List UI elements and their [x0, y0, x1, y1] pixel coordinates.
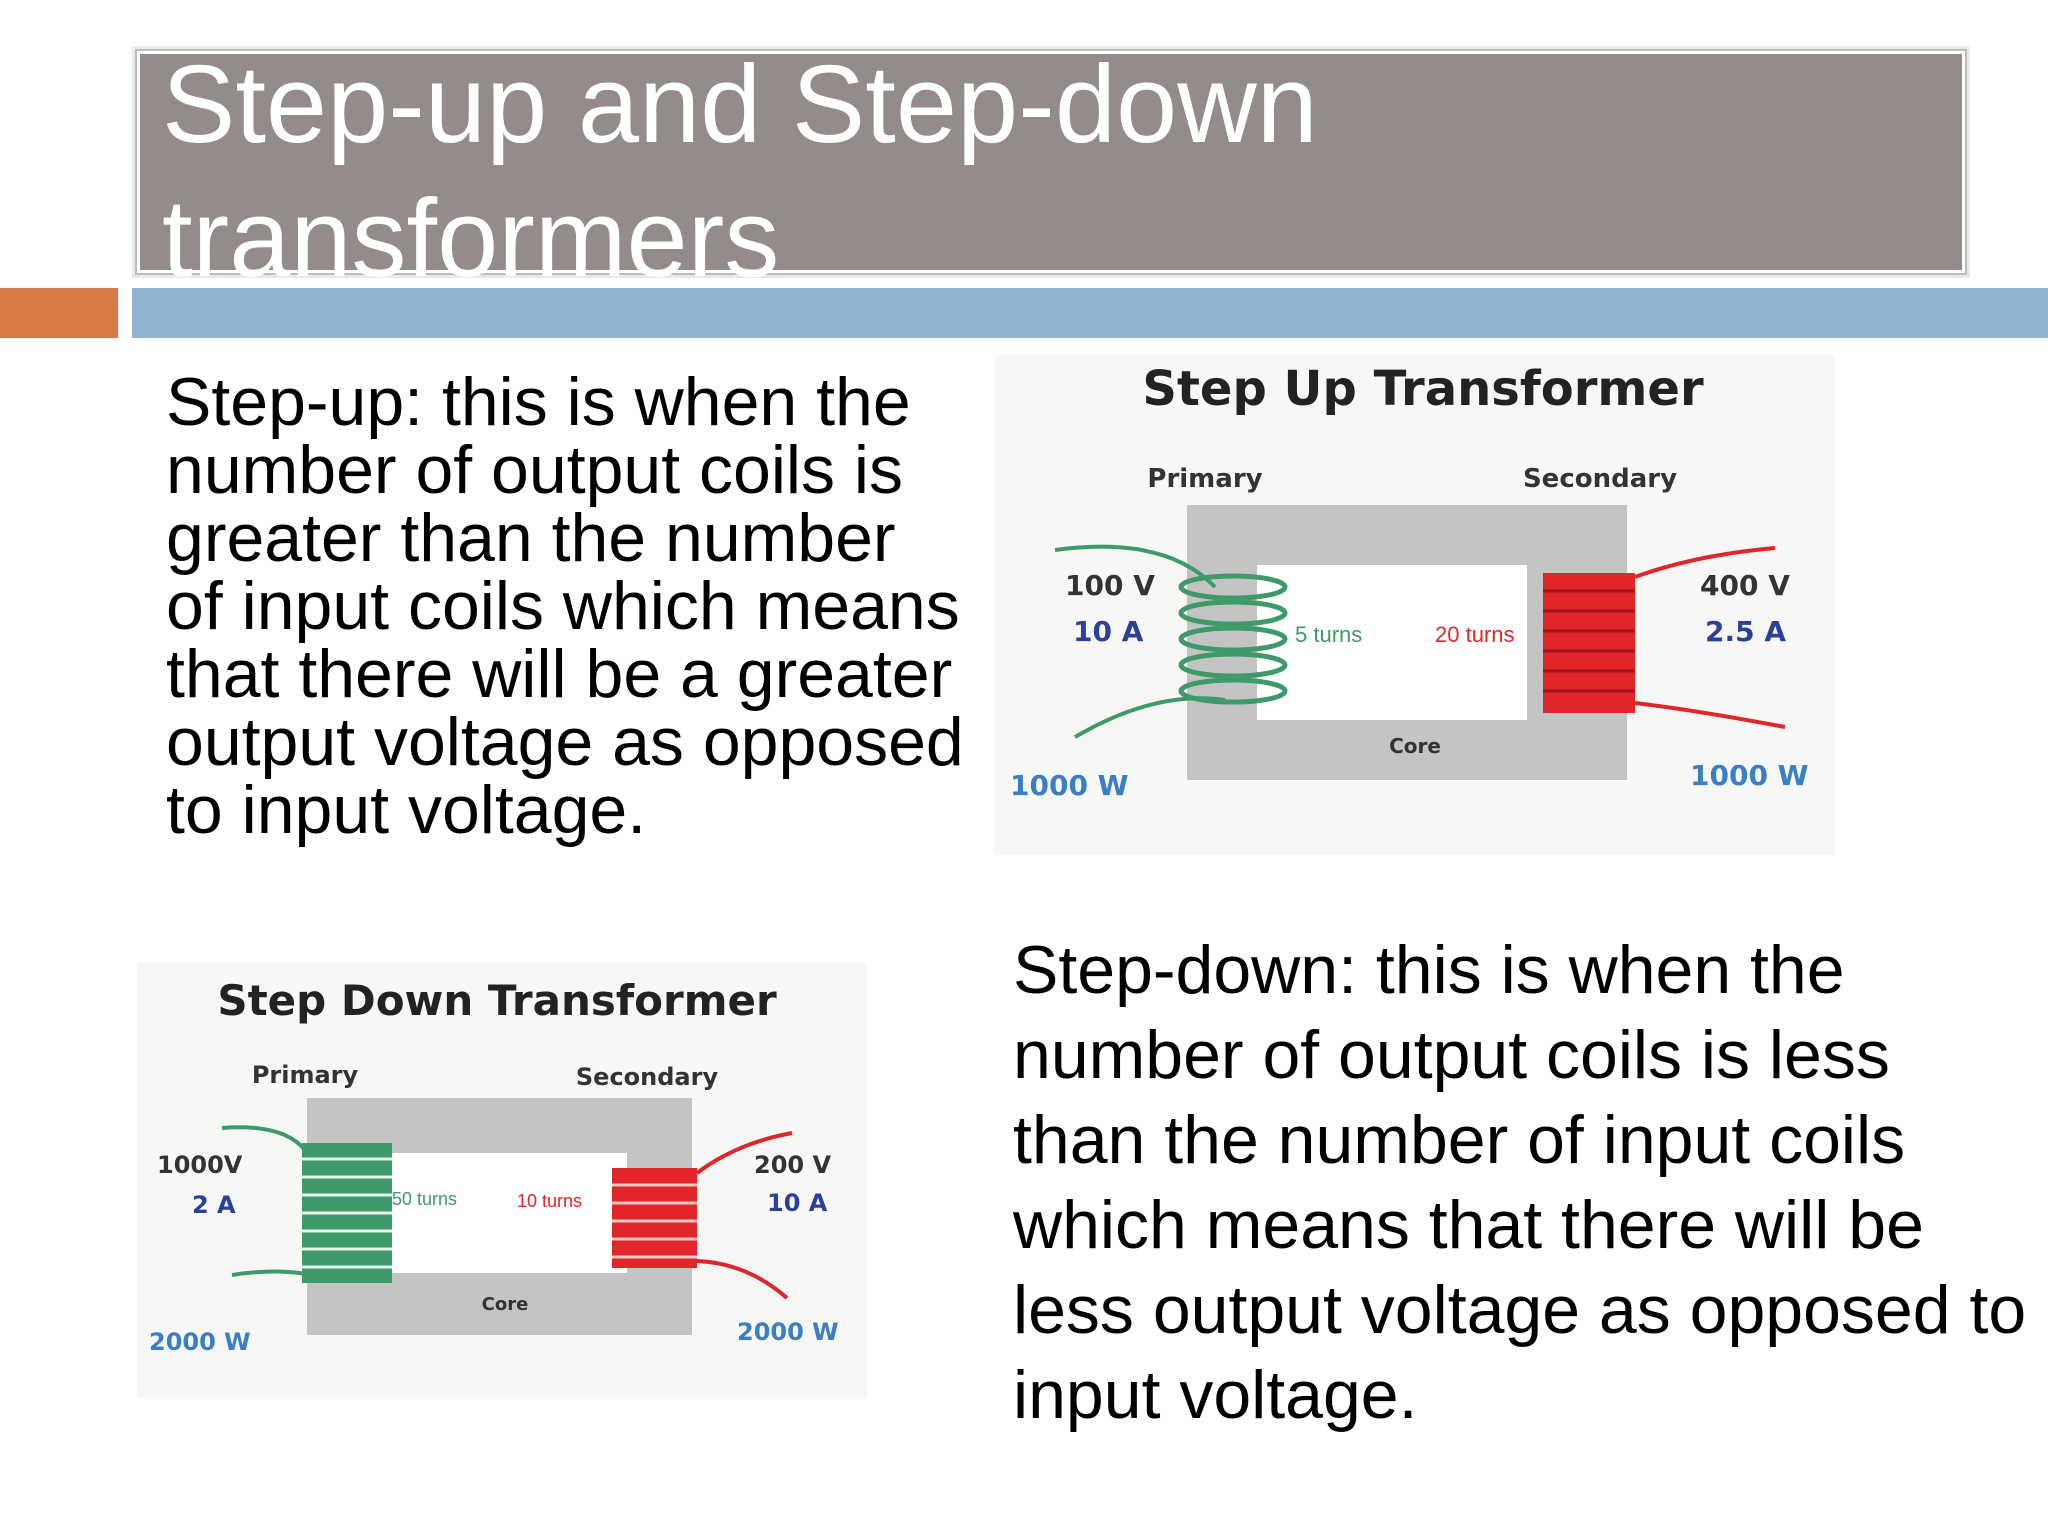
primary-wire-bottom	[231, 1269, 313, 1277]
secondary-coil	[1543, 573, 1635, 713]
step-down-diagram: Step Down Transformer Primary Secondary	[137, 963, 867, 1398]
step-up-transformer-figure: Step Up Transformer Primary Secondary	[1010, 361, 1809, 802]
primary-coil	[1178, 573, 1288, 705]
secondary-wire-top	[695, 1131, 793, 1175]
stepdown-description: Step-down: this is when the number of ou…	[1013, 932, 2027, 1433]
primary-coil	[302, 1143, 392, 1283]
primary-turns: 50 turns	[392, 1189, 457, 1209]
in-power: 1000 W	[1010, 769, 1129, 802]
primary-wire-top	[221, 1125, 309, 1155]
secondary-wire-bottom	[696, 1259, 789, 1300]
title-bar: Step-up and Step-down transformers	[137, 43, 1965, 300]
secondary-label: Secondary	[576, 1063, 719, 1091]
core-label: Core	[482, 1294, 529, 1315]
in-voltage: 1000V	[157, 1151, 243, 1179]
step-down-transformer-figure: Step Down Transformer Primary Secondary	[149, 976, 839, 1356]
accent-bar-blue	[132, 288, 2048, 338]
accent-bar-orange	[0, 288, 118, 338]
core-label: Core	[1389, 734, 1441, 758]
core-window	[1257, 565, 1527, 720]
primary-label: Primary	[252, 1061, 359, 1089]
stepup-description: Step-up: this is when the number of outp…	[166, 364, 964, 848]
out-voltage: 400 V	[1700, 569, 1790, 602]
in-current: 2 A	[192, 1191, 236, 1219]
secondary-turns: 20 turns	[1435, 622, 1515, 647]
secondary-label: Secondary	[1523, 464, 1677, 494]
secondary-coil	[612, 1168, 697, 1268]
in-voltage: 100 V	[1065, 569, 1155, 602]
out-power: 2000 W	[737, 1318, 839, 1346]
out-power: 1000 W	[1690, 759, 1809, 792]
in-power: 2000 W	[149, 1328, 251, 1356]
out-current: 2.5 A	[1705, 615, 1786, 648]
secondary-turns: 10 turns	[517, 1191, 582, 1211]
step-up-diagram: Step Up Transformer Primary Secondary	[995, 355, 1835, 855]
slide-title: Step-up and Step-down transformers	[162, 43, 1318, 300]
diagram-title: Step Up Transformer	[1142, 361, 1704, 417]
secondary-wire-top	[1634, 546, 1776, 579]
out-voltage: 200 V	[754, 1151, 831, 1179]
secondary-wire-bottom	[1634, 701, 1786, 729]
core-window	[372, 1153, 627, 1273]
diagram-title: Step Down Transformer	[217, 976, 777, 1025]
primary-turns: 5 turns	[1295, 622, 1362, 647]
in-current: 10 A	[1073, 615, 1144, 648]
out-current: 10 A	[767, 1189, 828, 1217]
primary-label: Primary	[1147, 464, 1262, 494]
